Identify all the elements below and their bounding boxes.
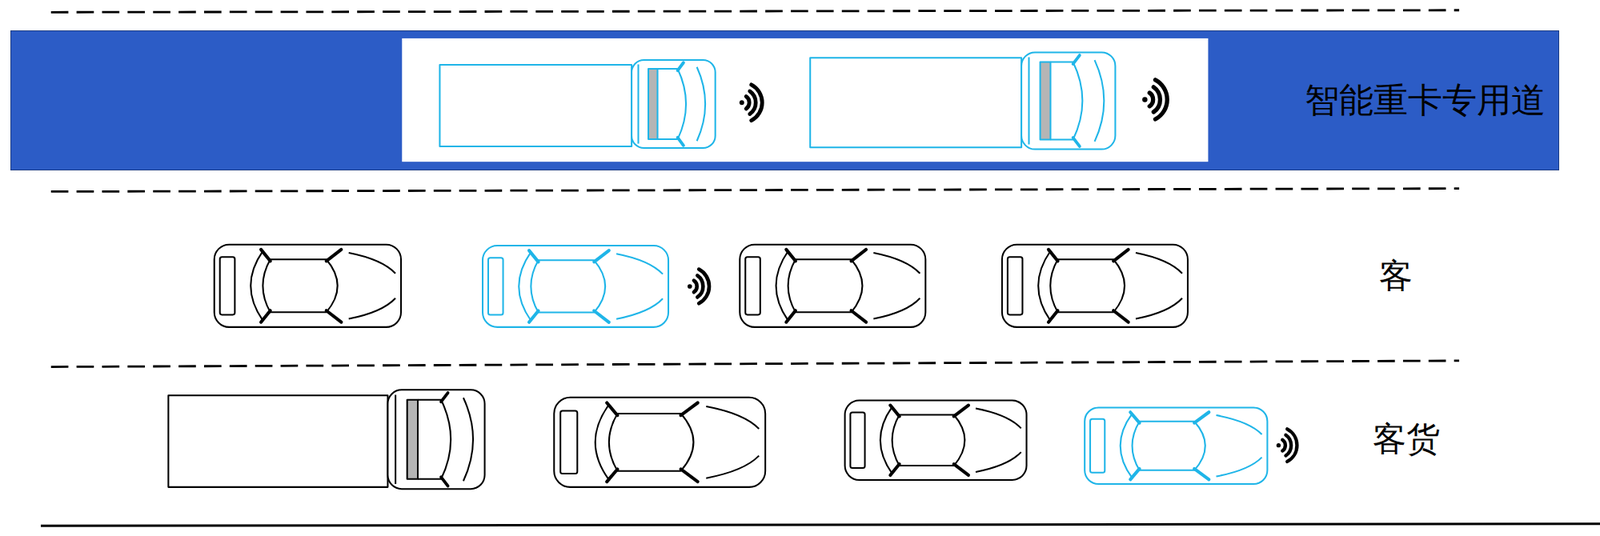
car-icon (1002, 244, 1188, 328)
lane-divider (51, 10, 1460, 13)
passenger-lane-vehicles (214, 244, 1188, 328)
wireless-signal (739, 84, 762, 121)
mixed-lane-vehicles (168, 389, 1297, 490)
dedicated-lane-band: 智能重卡专用道 (10, 30, 1560, 171)
lane-label: 客 (1379, 257, 1413, 295)
road-edge (40, 524, 1600, 527)
wireless-signal (1276, 429, 1298, 462)
car-icon (845, 401, 1027, 481)
truck-icon (439, 60, 715, 149)
wireless-signal (687, 269, 710, 305)
lane-divider (51, 188, 1460, 193)
wireless-signal (1142, 80, 1167, 120)
car-icon (739, 244, 926, 328)
platoon-panel (401, 38, 1208, 162)
lane-divider (51, 360, 1460, 368)
car-icon (482, 245, 669, 328)
truck-icon (168, 389, 485, 490)
car-icon (214, 244, 402, 328)
lane-label: 客货 (1372, 421, 1440, 458)
lane-title: 智能重卡专用道 (1304, 81, 1546, 120)
truck-icon (810, 52, 1115, 150)
car-icon (1084, 408, 1268, 486)
car-icon (553, 397, 766, 488)
